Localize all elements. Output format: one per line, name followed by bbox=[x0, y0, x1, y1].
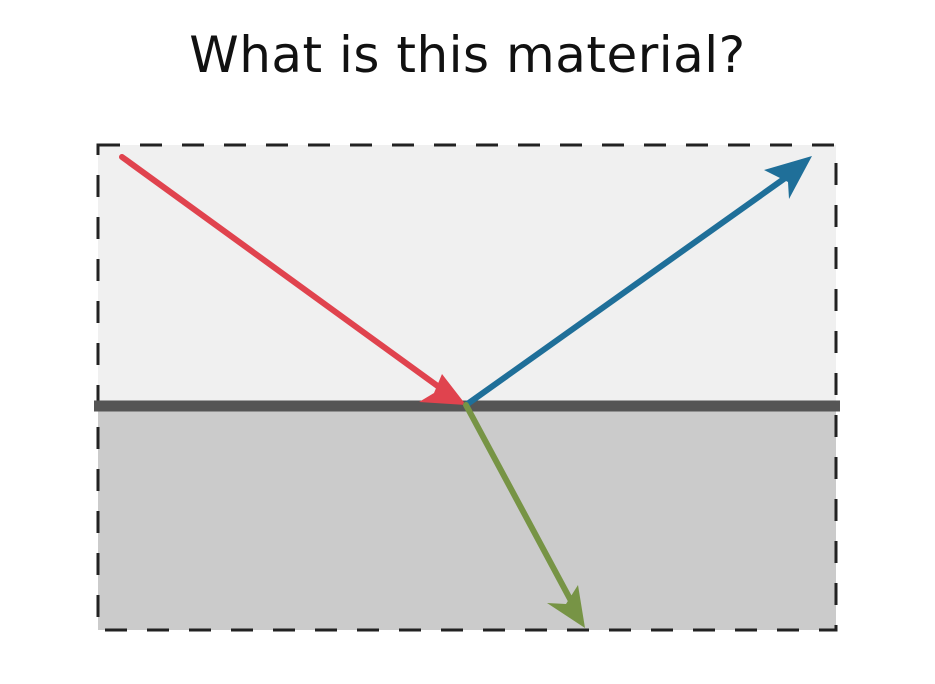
reflected-ray-arrowhead bbox=[764, 156, 812, 199]
medium-boundary-dashed bbox=[96, 143, 838, 632]
reflected-ray bbox=[463, 156, 812, 408]
refracted-ray bbox=[463, 402, 585, 628]
refracted-ray-arrowhead bbox=[547, 585, 585, 628]
diagram-title: What is this material? bbox=[189, 26, 746, 84]
upper-medium bbox=[98, 145, 836, 406]
lower-medium bbox=[98, 406, 836, 630]
incident-ray-arrowhead bbox=[419, 374, 466, 405]
incident-ray bbox=[119, 154, 466, 405]
